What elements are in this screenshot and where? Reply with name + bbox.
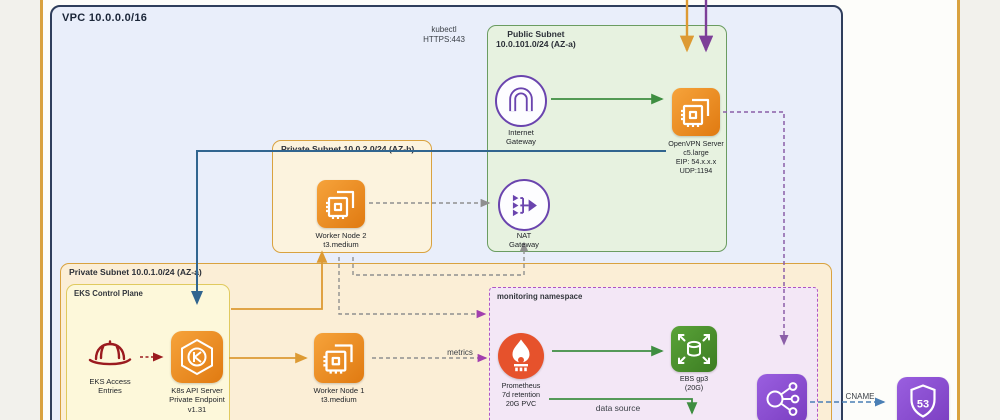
internet-gateway-icon [495, 75, 547, 127]
ebs-volume-icon [671, 326, 717, 372]
public-subnet-label: Public Subnet 10.0.101.0/24 (AZ-a) [496, 29, 576, 49]
worker-node-1-ec2-icon [314, 333, 364, 383]
monitoring-namespace-label: monitoring namespace [497, 292, 583, 301]
cname-label: CNAME [845, 392, 875, 401]
internet-gateway-label: Internet Gateway [506, 128, 536, 147]
nat-gateway-icon [498, 179, 550, 231]
metrics-label: metrics [447, 348, 473, 357]
nat-gateway-label: NAT Gateway [509, 231, 539, 250]
worker-node-2-label: Worker Node 2 t3.medium [315, 231, 367, 250]
eks-access-entries-helmet-icon [84, 330, 136, 374]
eks-control-plane-label: EKS Control Plane [74, 289, 143, 298]
openvpn-server-ec2-icon [672, 88, 720, 136]
public-subnet-cidr: 10.0.101.0/24 (AZ-a) [496, 39, 576, 49]
private-subnet-a-label: Private Subnet 10.0.1.0/24 (AZ-a) [69, 267, 202, 277]
openvpn-server-label: OpenVPN Server c5.large EIP: 54.x.x.x UD… [668, 139, 724, 175]
ebs-label: EBS gp3 (20G) [679, 374, 709, 392]
worker-node-2-ec2-icon [317, 180, 365, 228]
vpc-label: VPC 10.0.0.0/16 [62, 12, 148, 24]
prometheus-label: Prometheus 7d retention 20G PVC [501, 381, 541, 408]
eks-access-entries-label: EKS Access Entries [89, 377, 131, 396]
prometheus-icon [498, 333, 544, 379]
worker-node-1-label: Worker Node 1 t3.medium [313, 386, 365, 405]
kubectl-label: kubectl HTTPS:443 [423, 25, 465, 44]
data-source-label: data source [595, 403, 641, 413]
eks-k8s-api-icon [171, 331, 223, 383]
route53-icon: 53 [897, 377, 949, 420]
public-subnet-title: Public Subnet [507, 29, 565, 39]
route53-badge: 53 [917, 399, 929, 411]
private-subnet-b-label: Private Subnet 10.0.2.0/24 (AZ-b) [281, 144, 415, 154]
k8s-api-server-label: K8s API Server Private Endpoint v1.31 [169, 386, 225, 414]
load-balancer-icon [757, 374, 807, 420]
